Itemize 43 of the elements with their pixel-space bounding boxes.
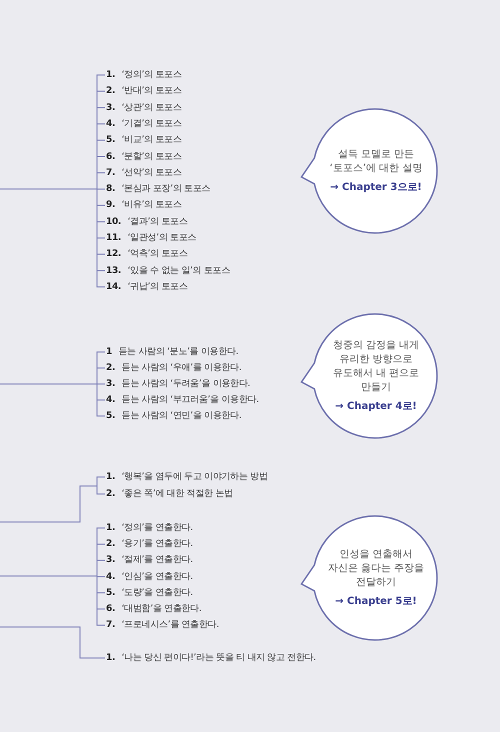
list-item-text: 4. ‘기결’의 토포스: [106, 118, 182, 129]
list-item-text: 3. ‘절제’를 연출한다.: [106, 555, 193, 566]
list-item-text: 12. ‘억측’의 토포스: [106, 249, 188, 260]
list-item-text: 7. ‘선악’의 토포스: [106, 168, 182, 178]
list-item-text: 1 듣는 사람의 ‘분노’를 이용한다.: [106, 347, 238, 357]
list-item-text: 10. ‘결과’의 토포스: [106, 216, 188, 227]
list-item-text: 4. 듣는 사람의 ‘부끄러움’을 이용한다.: [106, 395, 259, 405]
list-item-text: 13. ‘있을 수 없는 일’의 토포스: [106, 266, 230, 276]
connector-line: [0, 486, 106, 522]
list-item-text: 6. ‘분할’의 토포스: [106, 152, 182, 162]
connector-line: [0, 576, 106, 626]
list-item-text: 5. 듣는 사람의 ‘연민’을 이용한다.: [106, 411, 242, 421]
bubble-text: 청중의 감정을 내게 유리한 방향으로 유도해서 내 편으로 만들기: [332, 339, 420, 395]
list-item-text: 11. ‘일관성’의 토포스: [106, 233, 196, 243]
connector-line: [0, 384, 106, 416]
list-item-text: 6. ‘대범함’을 연출한다.: [106, 604, 202, 614]
list-item-text: 1. ‘정의’의 토포스: [106, 70, 182, 80]
connector-line: [0, 626, 106, 658]
chapter-reference: → Chapter 4로!: [335, 400, 417, 413]
chapter-reference: → Chapter 3으로!: [330, 181, 422, 194]
list-item-text: 9. ‘비유’의 토포스: [106, 200, 182, 210]
list-item-text: 4. ‘인심’을 연출한다.: [106, 572, 193, 582]
bubble-text: 설득 모델로 만든 ‘토포스’에 대한 설명: [328, 148, 424, 176]
list-item-text: 14. ‘귀납’의 토포스: [106, 282, 188, 292]
list-item-text: 2. ‘반대’의 토포스: [106, 86, 182, 96]
list-item-text: 1. ‘정의’를 연출한다.: [106, 523, 193, 533]
list-item-text: 7. ‘프로네시스’를 연출한다.: [106, 620, 219, 630]
list-item-text: 3. ‘상관’의 토포스: [106, 102, 182, 113]
list-item-text: 2. 듣는 사람의 ‘우애’를 이용한다.: [106, 363, 242, 373]
list-item-text: 5. ‘도량’을 연출한다.: [106, 588, 193, 598]
list-item-text: 1. ‘행복’을 염두에 두고 이야기하는 방법: [106, 472, 268, 482]
list-item-text: 2. ‘용기’를 연출한다.: [106, 539, 193, 550]
list-item-text: 5. ‘비교’의 토포스: [106, 135, 182, 146]
speech-bubble: [300, 312, 440, 440]
speech-bubble: [300, 107, 440, 235]
chapter-reference: → Chapter 5로!: [335, 595, 417, 608]
bubble-text: 인성을 연출해서 자신은 옳다는 주장을 전달하기: [326, 548, 426, 590]
connector-line: [0, 188, 106, 288]
speech-bubble: [300, 514, 440, 642]
list-item-text: 8. ‘본심과 포장’의 토포스: [106, 184, 210, 194]
list-item-text: 2. ‘좋은 쪽’에 대한 적절한 논법: [106, 489, 233, 499]
list-item-text: 3. 듣는 사람의 ‘두려움’을 이용한다.: [106, 379, 250, 389]
list-item-text: 1. ‘나는 당신 편이다!’라는 뜻을 티 내지 않고 전한다.: [106, 653, 316, 663]
